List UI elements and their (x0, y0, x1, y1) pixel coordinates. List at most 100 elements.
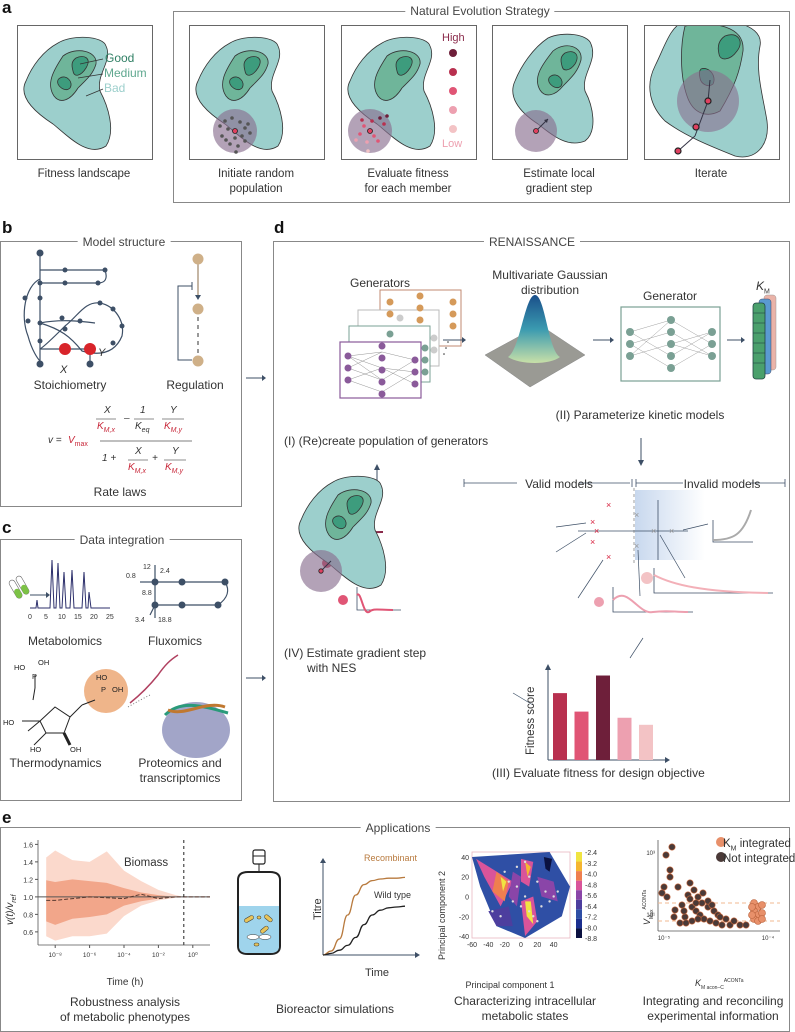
step-evaluate-box: High Low (341, 25, 477, 160)
point-not-integrated (690, 886, 698, 894)
eq-vmax-sub: max (74, 441, 88, 448)
evaluate-illustration (347, 36, 436, 153)
gaussian-surface (484, 295, 586, 388)
pca-point (532, 915, 535, 918)
colorbar-tick-label: -2.4 (585, 850, 597, 857)
legend-good: Good (105, 51, 135, 65)
colorbar-segment (576, 918, 582, 929)
pca-xlabel: Principal component 1 (465, 980, 555, 990)
legend-marker-not-integrated (716, 852, 726, 862)
legend-km-integrated: KM integrated (723, 838, 791, 852)
x-tick-label: -60 (467, 942, 477, 949)
valid-models-label: Valid models (525, 477, 593, 491)
ylabel-sup: ACONTa (642, 889, 648, 910)
robustness-xlabel: Time (h) (106, 977, 144, 988)
bioreactor-vessel (237, 849, 281, 955)
step-gradient-caption: Estimate local gradient step (492, 167, 626, 197)
pca-point (523, 860, 527, 864)
pca-region (525, 861, 531, 877)
eq-km-y: KM,y (164, 421, 182, 434)
pca-point (491, 910, 494, 913)
pca-point (544, 890, 547, 893)
colorbar-tick-label: -8.0 (585, 925, 597, 932)
eq-den-km-x-symbol: K (128, 462, 135, 473)
generator-network (620, 306, 721, 382)
eq-den-one: 1 + (102, 453, 117, 464)
y-tick-label: 1.0 (23, 895, 33, 902)
caption-line2: for each member (364, 183, 452, 195)
x-axis-arrow (415, 952, 420, 958)
step2-label: (II) Parameterize kinetic models (555, 408, 725, 422)
flux-value: 2.4 (160, 568, 170, 575)
pca-region (492, 871, 509, 902)
gaussian-line2: distribution (520, 283, 580, 297)
caption-line1: Estimate local (523, 168, 595, 180)
x-tick-label: 20 (533, 942, 541, 949)
point-not-integrated (678, 901, 686, 909)
point-km-integrated (748, 903, 756, 911)
step-initiate-caption: Initiate random population (189, 167, 323, 197)
pca-point (548, 900, 551, 903)
eq-keq-symbol: K (135, 421, 142, 432)
svg-text:×: × (606, 500, 611, 510)
eq-num-x: X (104, 405, 111, 416)
node-x-label: X (60, 364, 68, 376)
point-not-integrated (686, 879, 694, 887)
x-tick-label: 10⁰ (188, 951, 198, 959)
point-not-integrated (699, 889, 707, 897)
point-not-integrated (730, 917, 738, 925)
caption-line1: Robustness analysis (69, 995, 181, 1009)
svg-text:×: × (590, 517, 595, 527)
eq-km-y-symbol: K (164, 421, 171, 432)
ylabel-text: V (642, 918, 652, 925)
eq-plus: + (152, 453, 158, 464)
km-symbol: K (756, 279, 765, 293)
svg-text:×: × (606, 552, 611, 562)
proteomics-line2: transcriptomics (139, 771, 221, 785)
colorbar-segment (576, 890, 582, 900)
tick: 0 (28, 614, 32, 621)
point-not-integrated (688, 917, 696, 925)
invalid-models-label: Invalid models (683, 477, 761, 491)
median-line (46, 893, 210, 901)
fitness-bar (639, 724, 653, 760)
rate-law-equation: v = Vmax X KM,x – 1 Keq Y KM,y 1 + X KM,… (48, 405, 198, 477)
x-tick-label: 10⁻⁵ (658, 935, 671, 942)
eq-den-km-y-symbol: K (165, 462, 172, 473)
eq-den-km-x-sub: M,x (134, 468, 146, 475)
thermodynamics-label: Thermodynamics (9, 756, 102, 770)
point-not-integrated (668, 843, 676, 851)
tick: 15 (74, 614, 82, 621)
atom-label: HO (14, 663, 26, 672)
point-not-integrated (666, 866, 674, 874)
colorbar-segment (576, 909, 582, 919)
pca-ylabel: Principal component 2 (437, 870, 447, 960)
robustness-caption: Robustness analysis of metabolic phenoty… (30, 995, 220, 1025)
eq-vmax-symbol: V (68, 435, 75, 446)
svg-text:×: × (634, 541, 639, 551)
point-not-integrated (706, 917, 714, 925)
caption-line2: experimental information (647, 1009, 779, 1023)
flux-value: 3.4 (135, 617, 145, 624)
eq-keq-sub: eq (141, 427, 150, 434)
svg-text:×: × (594, 526, 599, 536)
atom-label: P (101, 685, 107, 694)
gaussian-line1: Multivariate Gaussian (492, 268, 608, 282)
fitness-bar (553, 693, 567, 760)
point-not-integrated (681, 913, 689, 921)
point-not-integrated (666, 873, 674, 881)
legend-km-sub: M (730, 845, 737, 853)
flux-value: 12 (143, 564, 151, 571)
nes-landscape-small (298, 475, 387, 592)
pca-region (537, 876, 558, 902)
atom-label: HO (96, 673, 108, 682)
omics-illustrations (8, 559, 229, 618)
scatter-xlabel: KM acon–CACONTa (695, 978, 744, 991)
km-sub: M (764, 288, 770, 296)
y-tick-label: 40 (461, 855, 469, 862)
scatter-caption: Integrating and reconciling experimental… (633, 994, 793, 1024)
colorbar-tick-label: -5.6 (585, 893, 597, 900)
point-km-integrated (758, 915, 766, 923)
step-evaluate-caption: Evaluate fitness for each member (341, 167, 475, 197)
scale-high: High (442, 32, 465, 44)
